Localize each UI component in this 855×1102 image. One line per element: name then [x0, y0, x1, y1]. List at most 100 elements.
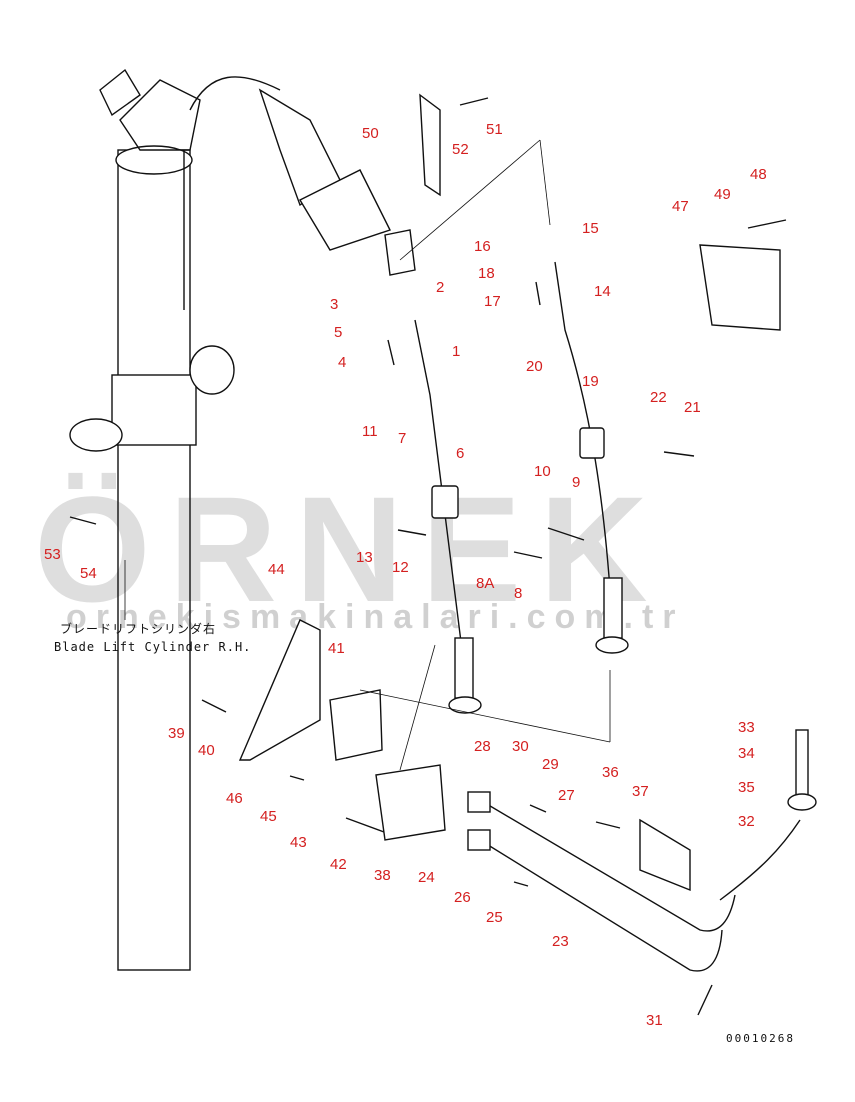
- part-label-28: 28: [474, 738, 491, 755]
- part-label-7: 7: [398, 430, 406, 447]
- part-label-54: 54: [80, 565, 97, 582]
- part-label-51: 51: [486, 121, 503, 138]
- bolt-9: [547, 527, 585, 541]
- part-label-8a: 8A: [476, 575, 494, 592]
- part-label-23: 23: [552, 933, 569, 950]
- hose-upper: [189, 76, 281, 111]
- part-label-31: 31: [646, 1012, 663, 1029]
- tube-right-end: [795, 729, 809, 801]
- cylinder-trunnion-block: [111, 374, 197, 446]
- cylinder-trunnion-left: [69, 418, 123, 452]
- part-label-27: 27: [558, 787, 575, 804]
- part-label-49: 49: [714, 186, 731, 203]
- part-label-44: 44: [268, 561, 285, 578]
- part-label-24: 24: [418, 869, 435, 886]
- bolt-48: [747, 219, 787, 229]
- part-label-14: 14: [594, 283, 611, 300]
- part-label-46: 46: [226, 790, 243, 807]
- tube-14-flange: [595, 636, 629, 654]
- callout-labels: 123456788A910111213141516171819202122232…: [44, 121, 767, 1029]
- part-label-30: 30: [512, 738, 529, 755]
- bolt-4: [387, 339, 395, 366]
- part-label-4: 4: [338, 354, 346, 371]
- watermark-url: ornekismakinalari.com.tr: [66, 598, 685, 636]
- bolt-45: [289, 775, 305, 781]
- cylinder-valve-block: [119, 79, 201, 151]
- part-label-50: 50: [362, 125, 379, 142]
- part-label-3: 3: [330, 296, 338, 313]
- bolt-17: [535, 281, 541, 306]
- part-label-1: 1: [452, 343, 460, 360]
- bolt-53: [69, 516, 97, 525]
- bolt-42: [345, 817, 385, 833]
- tube-27: [479, 799, 736, 932]
- tube-27-flange: [467, 791, 491, 813]
- bolt-25: [513, 881, 529, 887]
- bolt-31: [697, 984, 713, 1016]
- part-label-42: 42: [330, 856, 347, 873]
- part-label-18: 18: [478, 265, 495, 282]
- bolt-36: [595, 821, 621, 829]
- part-label-36: 36: [602, 764, 619, 781]
- tube-23: [479, 839, 723, 972]
- center-lines: [124, 139, 611, 771]
- tube-1: [414, 319, 463, 651]
- cylinder-trunnion-right: [189, 345, 235, 395]
- part-label-43: 43: [290, 834, 307, 851]
- hose-assembly-upper: [258, 88, 416, 276]
- bolt-8: [513, 551, 543, 559]
- part-label-2: 2: [436, 279, 444, 296]
- part-label-32: 32: [738, 813, 755, 830]
- cylinder-fitting: [99, 68, 141, 117]
- part-label-33: 33: [738, 719, 755, 736]
- part-label-9: 9: [572, 474, 580, 491]
- part-label-5: 5: [334, 324, 342, 341]
- part-label-39: 39: [168, 725, 185, 742]
- caption-japanese: ブレードリフトシリンダ右: [60, 622, 217, 636]
- clamp-19-shape: [579, 427, 605, 459]
- part-label-52: 52: [452, 141, 469, 158]
- part-label-41: 41: [328, 640, 345, 657]
- watermark-brand: ÖRNEK: [34, 465, 666, 633]
- part-label-17: 17: [484, 293, 501, 310]
- part-label-10: 10: [534, 463, 551, 480]
- tube-23-flange: [467, 829, 491, 851]
- caption-english: Blade Lift Cylinder R.H.: [54, 640, 252, 654]
- bolts: [69, 97, 787, 1016]
- part-label-8: 8: [514, 585, 522, 602]
- part-label-53: 53: [44, 546, 61, 563]
- block-41-shape: [329, 689, 383, 761]
- part-label-25: 25: [486, 909, 503, 926]
- part-label-22: 22: [650, 389, 667, 406]
- cylinder-barrel: [117, 149, 191, 971]
- bracket-37-shape: [639, 818, 691, 892]
- bolt-12: [397, 529, 427, 536]
- part-label-40: 40: [198, 742, 215, 759]
- part-label-35: 35: [738, 779, 755, 796]
- part-label-34: 34: [738, 745, 755, 762]
- centerline-block: [399, 644, 436, 771]
- part-label-21: 21: [684, 399, 701, 416]
- part-label-37: 37: [632, 783, 649, 800]
- hose-right: [719, 819, 801, 901]
- bracket-50-shape: [419, 93, 441, 197]
- bolt-39: [201, 699, 227, 713]
- document-number: 00010268: [726, 1032, 795, 1045]
- part-label-45: 45: [260, 808, 277, 825]
- part-label-13: 13: [356, 549, 373, 566]
- centerline-mid: [359, 689, 611, 743]
- part-label-19: 19: [582, 373, 599, 390]
- part-label-6: 6: [456, 445, 464, 462]
- blade-lift-cylinder: [69, 68, 281, 971]
- tube-14-end: [603, 577, 623, 639]
- tube-1-end: [454, 637, 474, 699]
- cylinder-top-cap: [115, 145, 193, 175]
- block-38-shape: [375, 764, 446, 841]
- part-label-12: 12: [392, 559, 409, 576]
- tube-right-flange: [787, 793, 817, 811]
- bolt-29: [529, 804, 547, 813]
- part-label-11: 11: [362, 423, 378, 440]
- part-label-16: 16: [474, 238, 491, 255]
- centerline-top-2: [539, 139, 551, 226]
